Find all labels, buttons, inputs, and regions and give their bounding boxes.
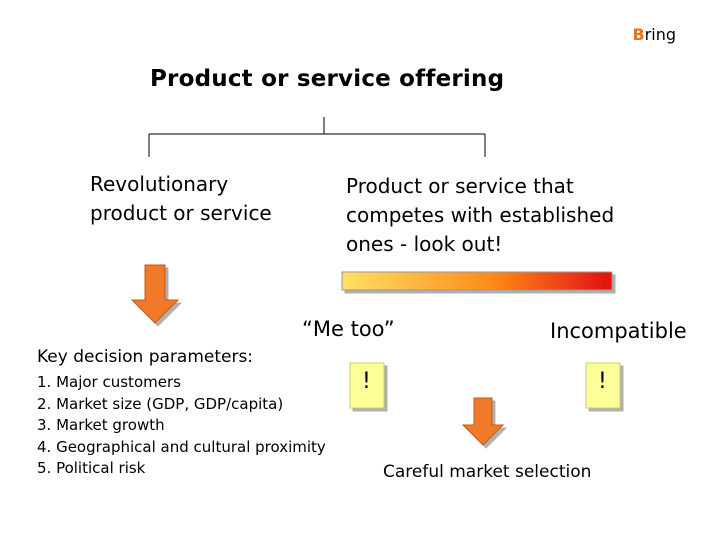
revolutionary-down-arrow: [130, 264, 180, 324]
list-item: 4. Geographical and cultural proximity: [37, 437, 326, 456]
key-decision-heading: Key decision parameters:: [37, 347, 254, 367]
brand-accent-letter: B: [632, 25, 645, 44]
page-title: Product or service offering: [150, 66, 505, 92]
careful-market-selection-label: Careful market selection: [383, 462, 592, 482]
key-decision-list: 1. Major customers 2. Market size (GDP, …: [37, 372, 326, 480]
competition-gradient-bar: [341, 271, 613, 291]
list-item: 5. Political risk: [37, 459, 146, 477]
tree-connector: [148, 117, 486, 157]
warning-mark-me-too: !: [362, 369, 371, 394]
me-too-label: “Me too”: [302, 317, 395, 341]
warning-mark-incompatible: !: [598, 369, 607, 394]
careful-down-arrow: [461, 397, 505, 446]
list-item: 2. Market size (GDP, GDP/capita): [37, 394, 284, 413]
warning-box-incompatible: [585, 362, 621, 409]
competing-branch-label: Product or service that competes with es…: [346, 174, 615, 256]
incompatible-label: Incompatible: [550, 319, 687, 343]
list-item: 1. Major customers: [37, 373, 181, 391]
warning-box-me-too: [349, 362, 385, 409]
list-item: 3. Market growth: [37, 416, 165, 434]
brand-logo: Bring: [632, 25, 676, 44]
brand-rest: ring: [644, 25, 676, 44]
revolutionary-branch-label: Revolutionary product or service: [90, 172, 272, 225]
